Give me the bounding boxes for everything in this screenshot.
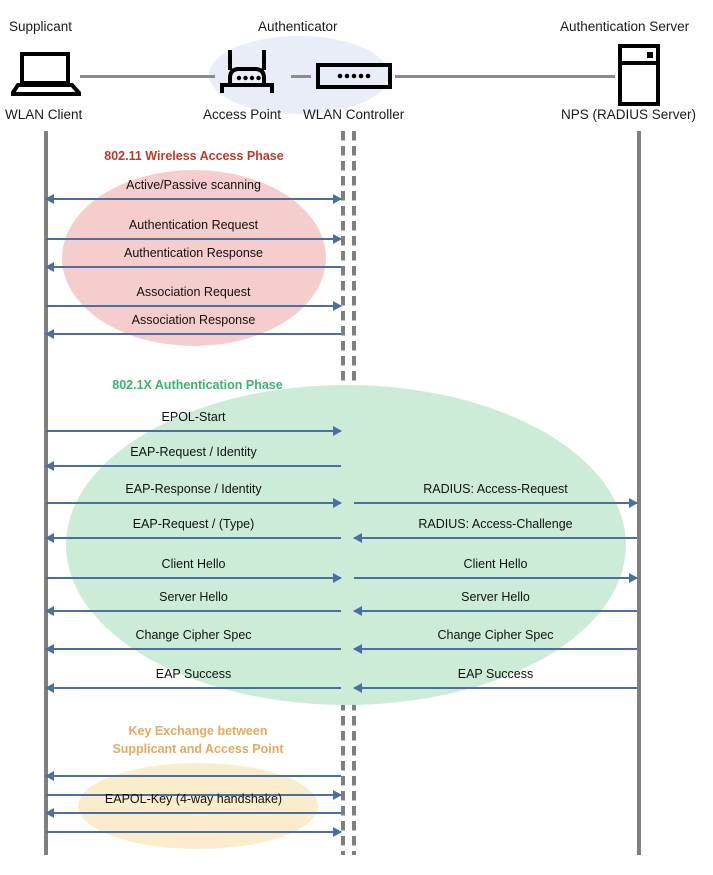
arrowhead-left-icon — [45, 606, 54, 616]
arrowhead-right-icon — [333, 498, 342, 508]
arrow-shaft — [46, 577, 341, 579]
message-label: EAP Success — [155, 667, 232, 681]
message-label: EAP-Response / Identity — [125, 482, 262, 496]
arrow-shaft — [46, 305, 341, 307]
arrowhead-left-icon — [353, 606, 362, 616]
arrowhead-left-icon — [45, 808, 54, 818]
arrowhead-left-icon — [45, 461, 54, 471]
arrowhead-left-icon — [45, 329, 54, 339]
access-point-icon — [216, 48, 278, 98]
arrowhead-right-icon — [333, 301, 342, 311]
arrow-shaft — [46, 198, 341, 200]
arrow-shaft — [354, 610, 637, 612]
message-label: RADIUS: Access-Request — [423, 482, 568, 496]
arrow-shaft — [46, 266, 341, 268]
wlan-controller-icon — [316, 63, 392, 89]
laptop-icon — [11, 52, 81, 96]
arrow-shaft — [354, 687, 637, 689]
server-icon — [618, 44, 660, 106]
arrowhead-right-icon — [333, 194, 342, 204]
message-label: EPOL-Start — [161, 410, 226, 424]
arrowhead-right-icon — [333, 573, 342, 583]
arrowhead-left-icon — [353, 533, 362, 543]
arrowhead-left-icon — [353, 644, 362, 654]
phase-80211-title: 802.11 Wireless Access Phase — [104, 149, 284, 163]
arrow-shaft — [46, 775, 341, 777]
authenticator-role-label: Authenticator — [258, 19, 338, 34]
phase-keyexchange-title: Key Exchange between Supplicant and Acce… — [112, 724, 284, 756]
arrowhead-right-icon — [333, 790, 342, 800]
supplicant-role-label: Supplicant — [9, 19, 73, 34]
auth-server-role-label: Authentication Server — [560, 19, 690, 34]
message-label: RADIUS: Access-Challenge — [418, 517, 573, 531]
message-label: Server Hello — [461, 590, 530, 604]
arrowhead-left-icon — [353, 683, 362, 693]
message-label: Association Response — [131, 313, 256, 327]
arrow-shaft — [354, 648, 637, 650]
phase-8021x-highlight — [66, 385, 626, 705]
message-label: EAP-Request / (Type) — [132, 517, 255, 531]
arrow-shaft — [46, 794, 341, 796]
phase-keyexchange-highlight — [78, 763, 318, 849]
message-label: EAP-Request / Identity — [130, 445, 257, 459]
arrowhead-left-icon — [45, 262, 54, 272]
message-label: Active/Passive scanning — [126, 178, 261, 192]
wlan-controller-device-label: WLAN Controller — [303, 107, 405, 122]
arrowhead-right-icon — [333, 234, 342, 244]
arrow-shaft — [46, 430, 341, 432]
arrow-shaft — [46, 502, 341, 504]
message-label: Client Hello — [161, 557, 226, 571]
arrow-shaft — [46, 537, 341, 539]
message-label: Change Cipher Spec — [437, 628, 554, 642]
arrow-shaft — [46, 465, 341, 467]
arrowhead-left-icon — [45, 644, 54, 654]
message-label: Association Request — [136, 285, 251, 299]
arrowhead-left-icon — [45, 194, 54, 204]
auth-server-device-label: NPS (RADIUS Server) — [561, 107, 697, 122]
arrow-shaft — [46, 648, 341, 650]
arrowhead-left-icon — [45, 683, 54, 693]
arrowhead-right-icon — [333, 827, 342, 837]
wire-ap-to-controller — [291, 75, 311, 78]
message-label: EAPOL-Key (4-way handshake) — [104, 792, 283, 806]
message-label: Server Hello — [159, 590, 228, 604]
arrow-shaft — [354, 537, 637, 539]
arrow-shaft — [354, 502, 637, 504]
arrow-shaft — [354, 577, 637, 579]
wire-controller-to-nps — [395, 75, 615, 78]
arrowhead-right-icon — [629, 573, 638, 583]
phase-8021x-title: 802.1X Authentication Phase — [112, 378, 283, 392]
arrow-shaft — [46, 333, 341, 335]
arrow-shaft — [46, 812, 341, 814]
arrowhead-left-icon — [45, 771, 54, 781]
arrowhead-left-icon — [45, 533, 54, 543]
arrow-shaft — [46, 610, 341, 612]
arrowhead-right-icon — [629, 498, 638, 508]
message-label: Change Cipher Spec — [135, 628, 252, 642]
arrow-shaft — [46, 831, 341, 833]
lifeline-auth-server — [637, 131, 641, 855]
arrow-shaft — [46, 687, 341, 689]
message-label: Client Hello — [463, 557, 528, 571]
wire-client-to-ap — [80, 75, 215, 78]
message-label: EAP Success — [457, 667, 534, 681]
lifeline-supplicant — [44, 131, 48, 855]
message-label: Authentication Response — [124, 246, 263, 260]
access-point-device-label: Access Point — [203, 107, 282, 122]
supplicant-device-label: WLAN Client — [5, 107, 83, 122]
message-label: Authentication Request — [128, 218, 259, 232]
arrowhead-right-icon — [333, 426, 342, 436]
arrow-shaft — [46, 238, 341, 240]
